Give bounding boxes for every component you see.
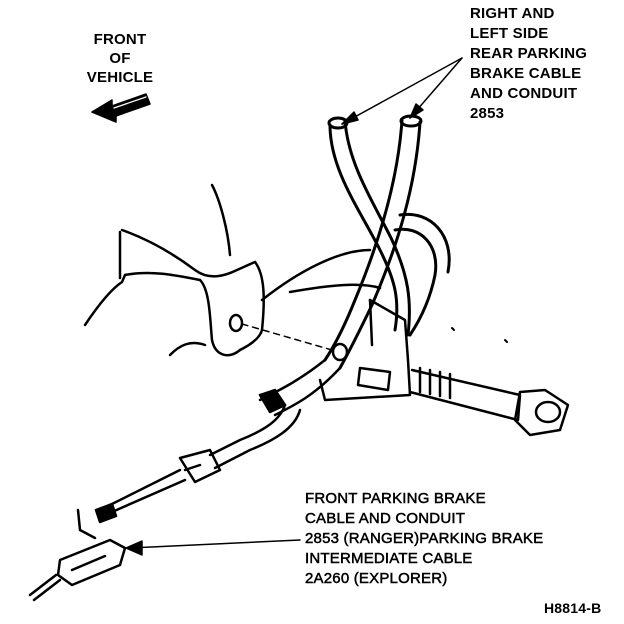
rear-cable-label: RIGHT AND LEFT SIDE REAR PARKING BRAKE C… xyxy=(470,4,587,124)
rear-label-line-1: RIGHT AND xyxy=(470,5,555,22)
rear-label-line-6: 2853 xyxy=(470,105,505,122)
front-cable-assembly xyxy=(94,358,342,524)
front-label-line-3: VEHICLE xyxy=(86,69,154,86)
front-label-line-2: OF xyxy=(109,50,131,67)
mounting-bolt xyxy=(408,366,570,437)
intermediate-cable-end xyxy=(28,508,127,602)
vehicle-frame xyxy=(83,183,382,357)
figure-id: H8814-B xyxy=(544,600,602,616)
front-cable-label-line-3: 2853 (RANGER)PARKING BRAKE xyxy=(305,530,544,548)
front-of-vehicle-label: FRONT OF VEHICLE xyxy=(70,30,170,87)
rear-label-line-4: BRAKE CABLE xyxy=(470,65,582,82)
rear-cable-pointers xyxy=(341,57,463,125)
front-cable-label: FRONT PARKING BRAKE CABLE AND CONDUIT 28… xyxy=(305,489,544,589)
speck-marks xyxy=(451,327,508,343)
front-cable-pointer xyxy=(125,539,301,556)
front-cable-label-line-4: INTERMEDIATE CABLE xyxy=(305,550,473,568)
front-direction-arrow xyxy=(91,93,151,123)
mounting-bracket xyxy=(241,298,412,402)
rear-label-line-5: AND CONDUIT xyxy=(470,85,578,102)
front-cable-label-line-2: CABLE AND CONDUIT xyxy=(305,510,466,528)
rear-cable-conduit xyxy=(323,114,451,370)
front-label-line-1: FRONT xyxy=(93,31,147,48)
front-cable-label-line-5: 2A260 (EXPLORER) xyxy=(305,570,448,588)
rear-label-line-2: LEFT SIDE xyxy=(470,25,549,42)
rear-label-line-3: REAR PARKING xyxy=(470,45,588,62)
front-cable-label-line-1: FRONT PARKING BRAKE xyxy=(305,490,486,508)
